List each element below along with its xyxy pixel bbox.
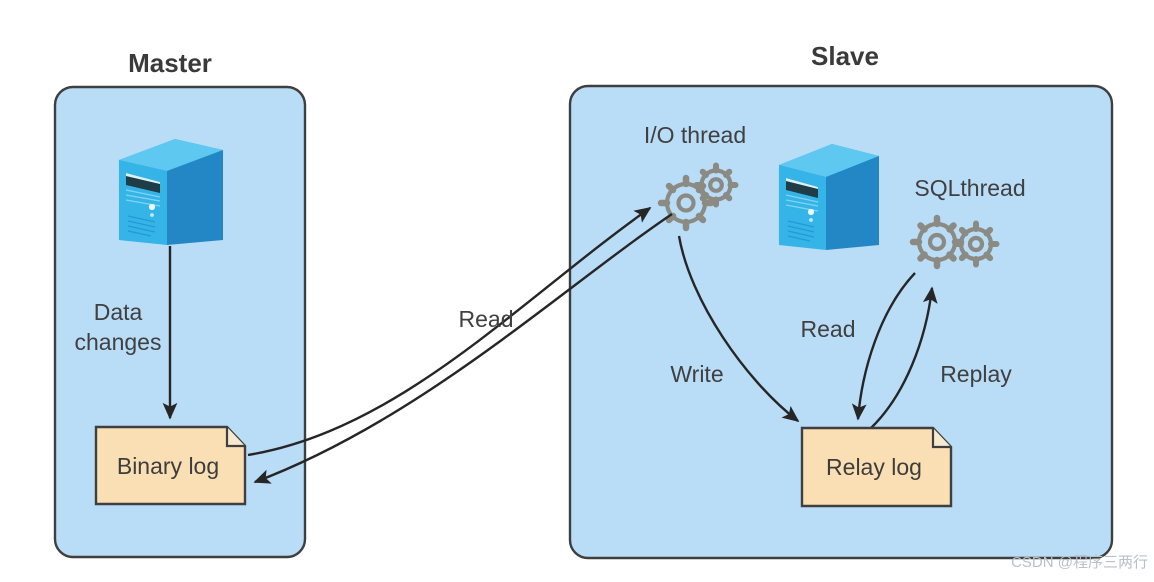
edge-label-write: Write — [670, 361, 723, 387]
binary-log-node[interactable]: Binary log — [94, 425, 247, 506]
relay-log-shape — [800, 426, 953, 508]
relay-log-label: Relay log — [826, 454, 922, 480]
slave-group: Slave I/O thread — [568, 41, 1114, 560]
edge-read-relay — [851, 272, 916, 421]
edge-read-request — [247, 207, 652, 457]
edge-replay — [870, 286, 938, 429]
slave-panel-title: Slave — [811, 41, 879, 71]
edge-label-data-changes-line2: changes — [75, 329, 162, 355]
sql-thread-label: SQLthread — [914, 175, 1025, 201]
binary-log-shape — [94, 425, 247, 506]
binary-log-label: Binary log — [117, 453, 219, 479]
master-group: Master — [53, 48, 307, 559]
io-thread-label: I/O thread — [644, 122, 746, 148]
edge-label-read-relay: Read — [801, 316, 856, 342]
slave-server-icon — [779, 144, 879, 250]
edge-label-data-changes-line1: Data — [94, 299, 143, 325]
watermark-text: CSDN @程序三两行 — [1011, 554, 1148, 571]
master-server-icon — [119, 139, 223, 245]
relay-log-fold-icon — [931, 428, 951, 449]
master-panel-title: Master — [128, 48, 212, 78]
io-thread-gears-icon[interactable] — [657, 162, 739, 232]
cross-edges-group: Read — [247, 207, 673, 484]
edge-label-read-cross: Read — [459, 306, 514, 332]
binary-log-fold-icon — [225, 427, 245, 448]
sql-thread-gears-icon[interactable] — [909, 214, 1000, 270]
edge-binlog-response — [253, 213, 673, 484]
relay-log-node[interactable]: Relay log — [800, 426, 953, 508]
edge-label-replay: Replay — [940, 361, 1012, 387]
edge-write — [677, 235, 800, 423]
